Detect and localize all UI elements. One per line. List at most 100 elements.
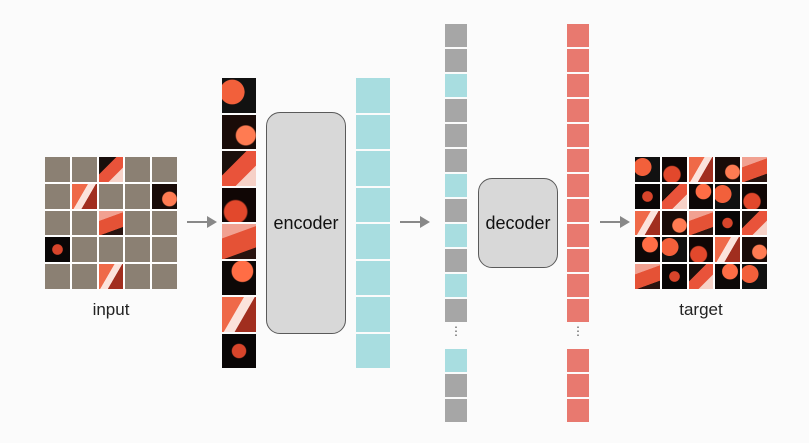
masked-patch: [125, 210, 151, 236]
masked-patch: [71, 264, 97, 289]
target-patch: [661, 183, 687, 209]
visible-patch: [98, 264, 124, 289]
mask-token: [445, 399, 467, 422]
masked-patch: [152, 157, 177, 182]
masked-patch: [125, 264, 151, 289]
mask-token: [445, 149, 467, 172]
masked-patch: [152, 210, 177, 236]
target-patch: [742, 157, 767, 182]
target-patch: [688, 264, 714, 289]
target-patch: [742, 264, 767, 289]
masked-patch: [71, 157, 97, 182]
masked-patch: [125, 183, 151, 209]
arrow-right-icon: [400, 216, 430, 228]
output-token: [567, 249, 589, 272]
output-token: [567, 24, 589, 47]
visible-patch: [98, 210, 124, 236]
arrow-right-icon: [600, 216, 630, 228]
target-patch: [715, 183, 741, 209]
visible-patch-token: [222, 297, 256, 332]
latent-token: [356, 260, 390, 295]
mask-token: [445, 249, 467, 272]
latent-token: [356, 114, 390, 149]
target-patch: [742, 237, 767, 263]
output-token: [567, 49, 589, 72]
target-patch: [661, 210, 687, 236]
visible-patch: [152, 183, 177, 209]
visible-patch-token: [222, 260, 256, 295]
masked-patch: [45, 157, 70, 182]
target-patch: [661, 157, 687, 182]
target-patch: [661, 264, 687, 289]
output-token: [567, 199, 589, 222]
target-patch: [635, 210, 660, 236]
output-token: [567, 174, 589, 197]
decoder-output-sequence: ⋮: [567, 24, 589, 422]
input-label: input: [92, 300, 130, 319]
target-patch: [688, 237, 714, 263]
target-image: [635, 157, 767, 289]
output-token: [567, 299, 589, 322]
output-token: [567, 349, 589, 372]
target-patch: [635, 157, 660, 182]
encoded-latents-column: [356, 78, 390, 368]
output-token: [567, 274, 589, 297]
latent-token: [356, 297, 390, 332]
latent-token: [445, 74, 467, 97]
target-patch: [661, 237, 687, 263]
latent-token: [356, 187, 390, 222]
latent-token: [356, 224, 390, 259]
latent-token: [356, 333, 390, 368]
mask-token: [445, 124, 467, 147]
latent-token: [445, 274, 467, 297]
masked-patch: [125, 157, 151, 182]
target-patch: [635, 183, 660, 209]
target-patch: [715, 157, 741, 182]
target-label: target: [679, 300, 723, 319]
target-patch: [688, 157, 714, 182]
ellipsis: ⋮: [572, 324, 584, 338]
mask-token: [445, 24, 467, 47]
visible-patch-token: [222, 114, 256, 149]
mask-token: [445, 199, 467, 222]
masked-patch: [98, 183, 124, 209]
mask-token: [445, 299, 467, 322]
latent-token: [445, 224, 467, 247]
decoder-block: decoder: [478, 178, 558, 268]
masked-patch: [45, 264, 70, 289]
target-patch: [715, 210, 741, 236]
target-patch: [742, 183, 767, 209]
output-token: [567, 74, 589, 97]
output-token: [567, 399, 589, 422]
arrow-right-icon: [187, 216, 217, 228]
masked-patch: [45, 183, 70, 209]
visible-patch: [71, 183, 97, 209]
decoder-label: decoder: [485, 212, 551, 233]
mask-token: [445, 49, 467, 72]
target-patch: [635, 237, 660, 263]
target-patch: [715, 264, 741, 289]
masked-patch: [98, 237, 124, 263]
mask-token: [445, 374, 467, 397]
encoder-label: encoder: [273, 212, 339, 233]
latent-token: [445, 174, 467, 197]
masked-patch: [71, 210, 97, 236]
visible-patch-token: [222, 151, 256, 186]
masked-patch: [125, 237, 151, 263]
visible-patch: [98, 157, 124, 182]
masked-patch: [71, 237, 97, 263]
target-patch: [688, 210, 714, 236]
output-token: [567, 99, 589, 122]
visible-patches-column: [222, 78, 256, 368]
target-patch: [688, 183, 714, 209]
output-token: [567, 224, 589, 247]
ellipsis: ⋮: [450, 324, 462, 338]
target-patch: [715, 237, 741, 263]
target-patch: [635, 264, 660, 289]
masked-patch: [45, 210, 70, 236]
decoder-input-sequence: ⋮: [445, 24, 467, 422]
masked-patch: [152, 264, 177, 289]
encoder-block: encoder: [266, 112, 346, 334]
latent-token: [445, 349, 467, 372]
